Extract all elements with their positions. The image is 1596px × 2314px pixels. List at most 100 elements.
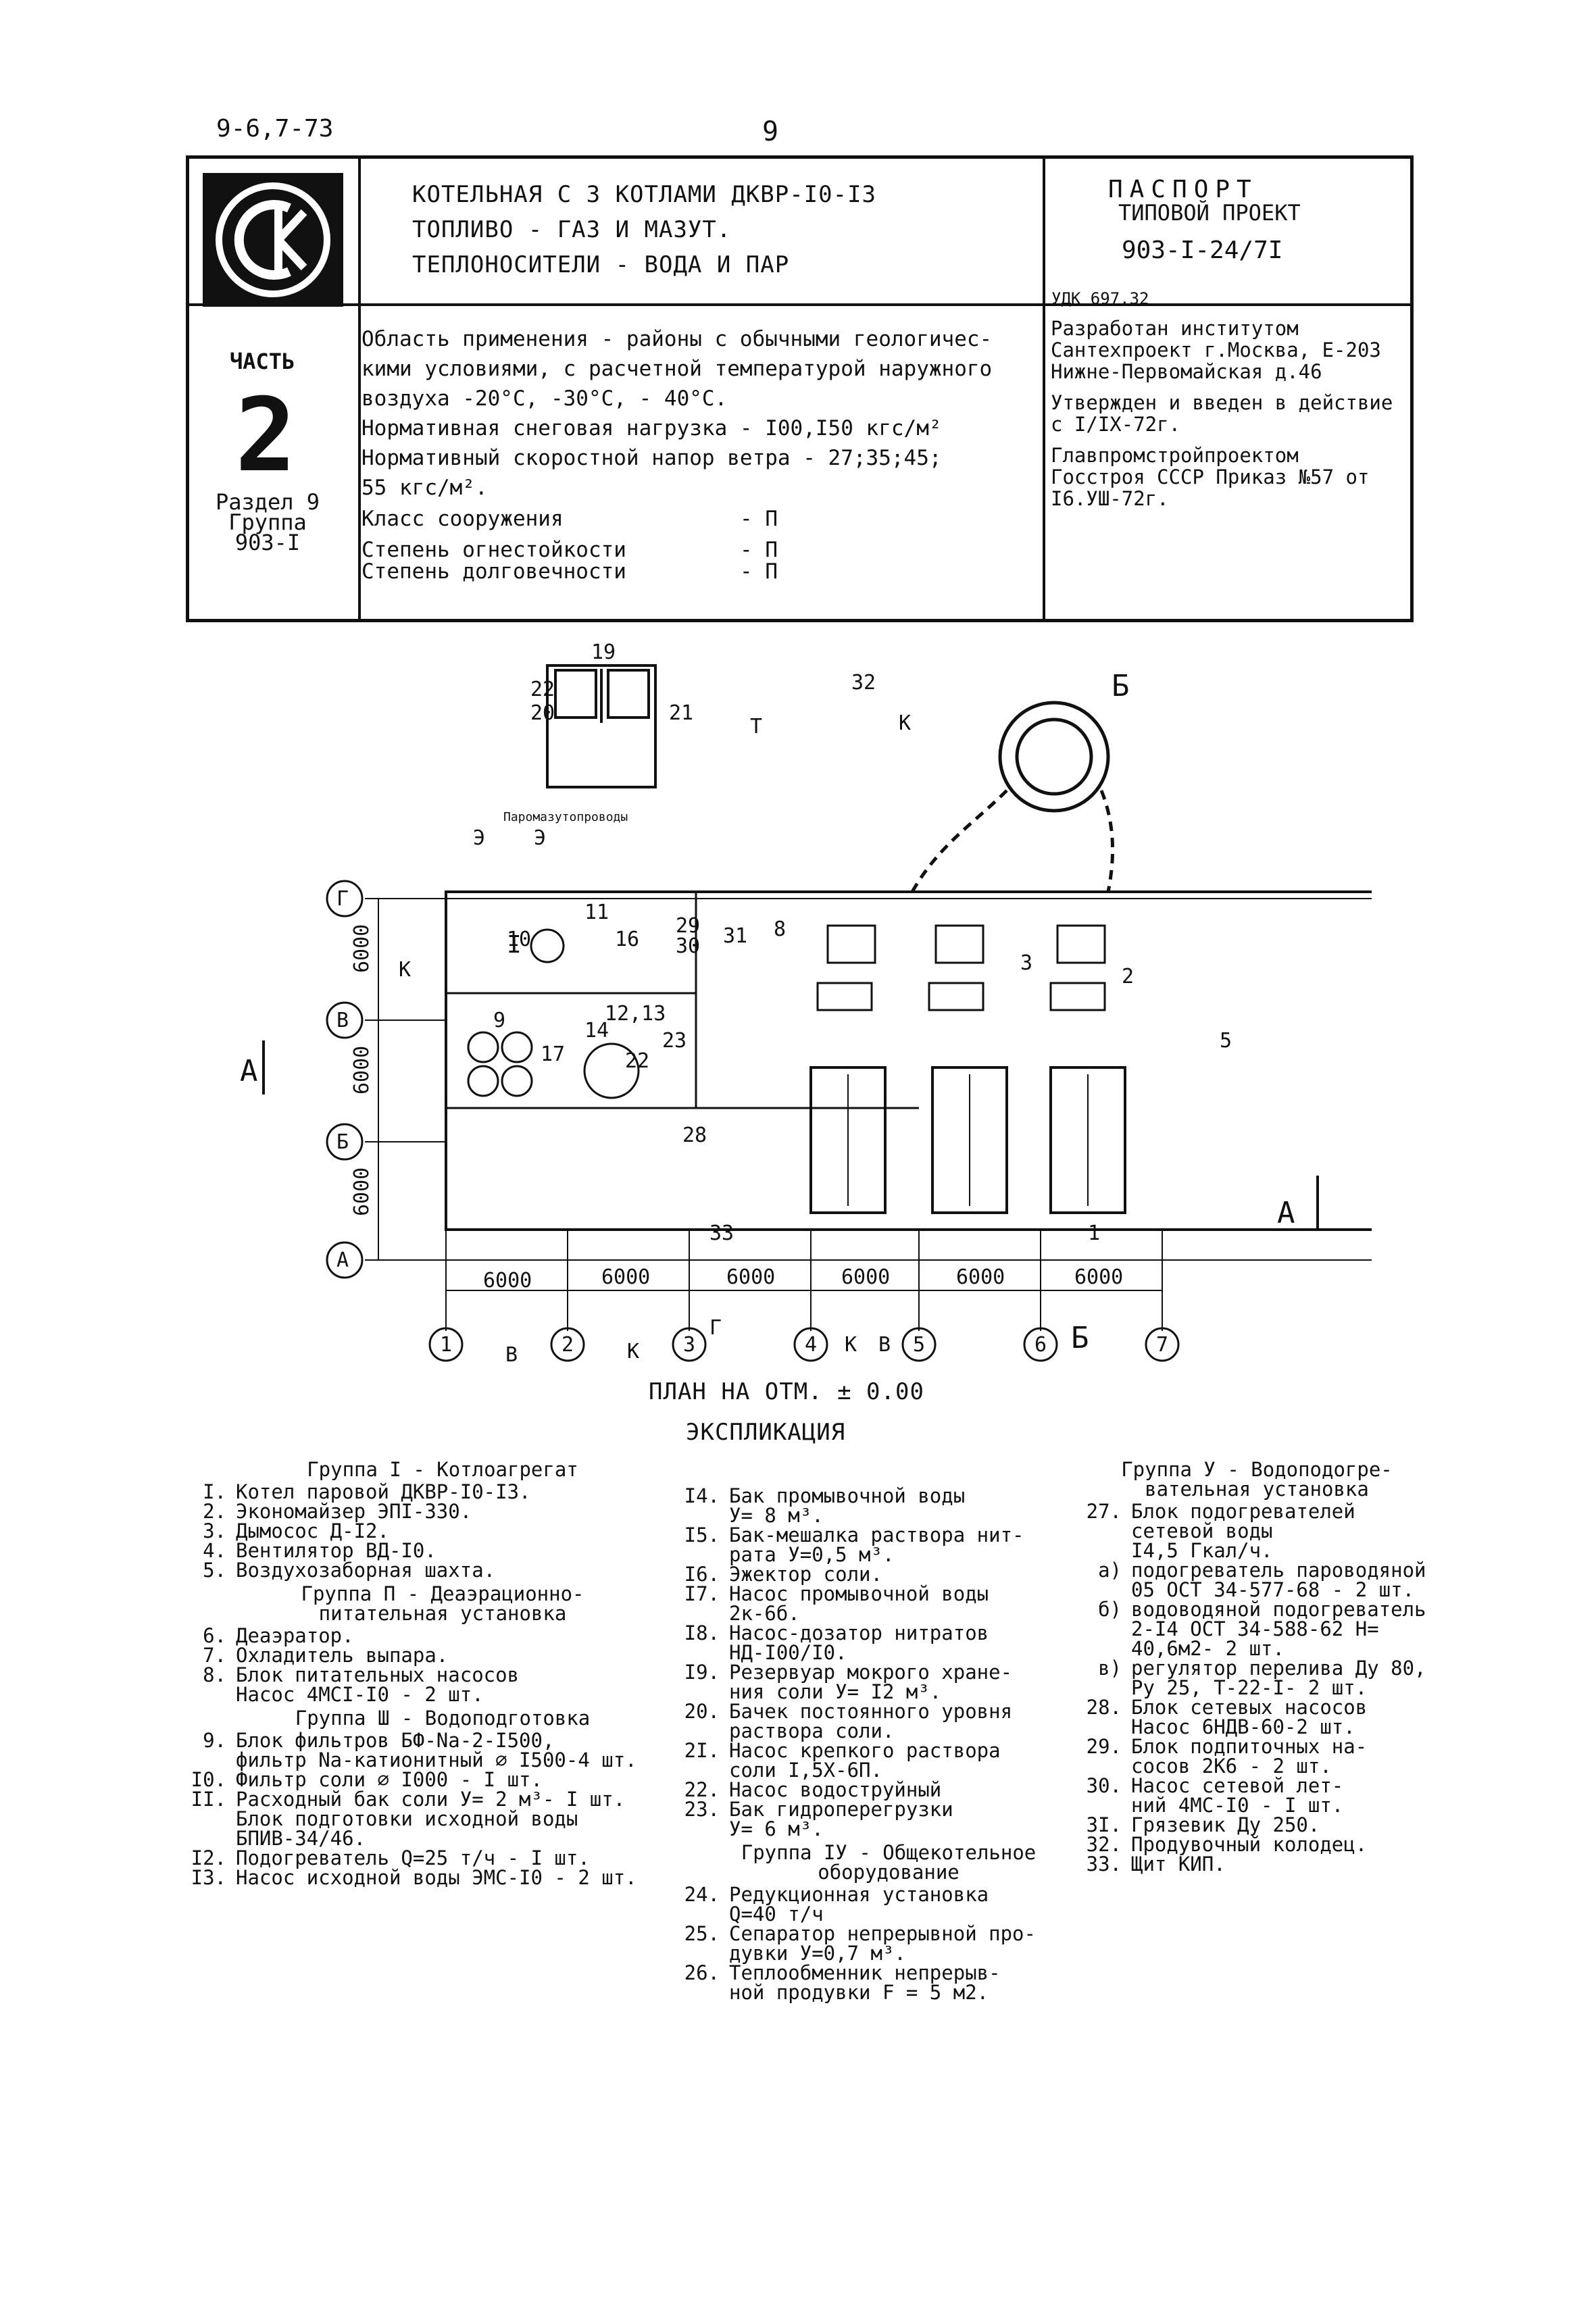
plan-callout: 21 <box>669 701 693 725</box>
col-dim: 6000 <box>483 1269 532 1292</box>
application-line: Область применения - районы с обычными г… <box>361 327 993 351</box>
section-mark-b: Б <box>1071 1321 1089 1355</box>
plan-callout: 19 <box>591 640 616 664</box>
group-heading: Группа П - Деаэрационно- питательная уст… <box>301 1582 584 1625</box>
salt-reservoir <box>546 664 657 788</box>
passport-number: 903-I-24/7I <box>1122 236 1283 264</box>
explication-item: I6.Эжектор соли. <box>684 1563 882 1586</box>
col-dim: 6000 <box>601 1265 650 1289</box>
explication-item: I3.Насос исходной воды ЭМС-I0 - 2 шт. <box>191 1866 637 1889</box>
group-heading: Группа Ш - Водоподготовка <box>295 1707 591 1730</box>
plan-callout: 22 <box>625 1049 649 1073</box>
plan-callout: 23 <box>662 1029 687 1053</box>
plan-callout: 32 <box>851 671 876 695</box>
explication-column-2: I4.Бак промывочной воды У= 8 м³. I5.Бак-… <box>679 1486 1098 2003</box>
column-axis-labels <box>428 1327 1180 1362</box>
axis-label-g: Г <box>336 887 349 911</box>
project-title: КОТЕЛЬНАЯ С 3 КОТЛАМИ ДКВР-I0-I3 ТОПЛИВО… <box>412 177 876 282</box>
explication-column-1: Группа I - Котлоагрегат I.Котел паровой … <box>186 1456 699 1888</box>
application-block: Область применения - районы с обычными г… <box>361 324 1024 582</box>
plan-callout: 31 <box>723 924 747 948</box>
letter-label: Т <box>750 715 762 738</box>
col-dim: 6000 <box>726 1265 775 1289</box>
group-code: 903-I <box>234 530 301 555</box>
plan-callout: 28 <box>682 1124 707 1147</box>
floor-plan-drawing: Г В Б А 6000 6000 6000 1 2 3 4 5 6 7 600… <box>240 640 1372 1367</box>
explication-item: 29.Блок подпиточных на- сосов 2К6 - 2 шт… <box>1086 1735 1368 1778</box>
axis-label-3: 3 <box>683 1333 695 1357</box>
group-heading: Группа IУ - Общекотельное оборудование <box>741 1841 1037 1884</box>
explication-item: а)подогреватель пароводяной 05 ОСТ 34-57… <box>1098 1559 1426 1601</box>
group-label: Группа <box>228 509 307 535</box>
col-dim: 6000 <box>956 1265 1005 1289</box>
plan-callout: 3 <box>1020 951 1032 975</box>
pipe-label: Паромазутопроводы <box>503 810 628 824</box>
passport-subtitle: ТИПОВОЙ ПРОЕКТ <box>1118 200 1301 226</box>
section-mark-a: А <box>1277 1196 1295 1230</box>
class-label: Класс сооружения <box>361 507 564 531</box>
explication-item: 28.Блок сетевых насосов Насос 6НДВ-60-2 … <box>1086 1696 1368 1738</box>
plan-callout: 8 <box>774 917 786 941</box>
group-heading: Группа I - Котлоагрегат <box>307 1458 578 1481</box>
row-axis-labels <box>326 880 364 1279</box>
class-value: - П <box>740 538 778 562</box>
plan-callout: 12,13 <box>605 1002 666 1026</box>
developer-line: Утвержден и введен в действие с I/IX-72г… <box>1051 391 1393 436</box>
explication-title: ЭКСПЛИКАЦИЯ <box>686 1419 846 1446</box>
axis-label-2: 2 <box>562 1333 574 1357</box>
title-line: ТЕПЛОНОСИТЕЛИ - ВОДА И ПАР <box>412 251 790 278</box>
row-dim: 6000 <box>350 1046 374 1095</box>
section-label: Раздел 9 <box>215 489 320 515</box>
explication-item: 32.Продувочный колодец. <box>1086 1833 1368 1856</box>
col-dim: 6000 <box>841 1265 890 1289</box>
fan-units <box>816 924 1106 1011</box>
letter-label: В <box>878 1333 891 1357</box>
axis-label-4: 4 <box>805 1333 817 1357</box>
building-outline <box>445 890 1372 1231</box>
part-label: ЧАСТЬ <box>230 349 295 374</box>
plan-caption: ПЛАН НА ОТМ. ± 0.00 <box>649 1378 924 1405</box>
axis-label-v: В <box>336 1009 349 1032</box>
udk-code: УДК 697.32 <box>1051 289 1149 308</box>
explication-item: I.Котел паровой ДКВР-I0-I3. <box>203 1480 531 1503</box>
application-line: Нормативная снеговая нагрузка - I00,I50 … <box>361 416 942 441</box>
plan-callout: 33 <box>709 1222 734 1245</box>
axis-label-7: 7 <box>1156 1333 1168 1357</box>
explication-item: в)регулятор перелива Ду 80, Ру 25, Т-22-… <box>1098 1657 1426 1699</box>
plan-callout: 17 <box>541 1042 565 1066</box>
class-value: - П <box>740 507 778 531</box>
letter-label: К <box>845 1333 857 1357</box>
header-divider-right <box>1043 159 1045 619</box>
explication-item: II.Расходный бак соли У= 2 м³- I шт. Бло… <box>191 1788 626 1850</box>
chimney <box>910 701 1115 893</box>
axis-label-b: Б <box>336 1130 349 1154</box>
class-label: Степень огнестойкости <box>361 538 626 562</box>
explication-item: 3I.Грязевик Ду 250. <box>1086 1813 1320 1836</box>
letter-label: Э <box>534 826 546 850</box>
plan-callout: 1 <box>1088 1222 1100 1245</box>
explication-item: I9.Резервуар мокрого хране- ния соли У= … <box>684 1661 1013 1703</box>
page-number: 9 <box>762 116 779 147</box>
explication-item: I4.Бак промывочной воды У= 8 м³. <box>684 1484 966 1527</box>
application-line: Нормативный скоростной напор ветра - 27;… <box>361 446 942 470</box>
letter-label: К <box>627 1340 639 1363</box>
plan-callout: 30 <box>676 934 700 958</box>
letter-label: К <box>399 958 411 982</box>
plan-callout: 2 <box>1122 965 1134 988</box>
developer-line: Разработан институтом Сантехпроект г.Мос… <box>1051 317 1381 383</box>
axis-label-a: А <box>336 1249 349 1272</box>
plan-callout: 11 <box>584 901 609 924</box>
explication-item: 23.Бак гидроперегрузки У= 6 м³. <box>684 1798 953 1840</box>
developer-line: Главпромстройпроектом Госстроя СССР Прик… <box>1051 444 1370 510</box>
plan-callout: 9 <box>493 1009 505 1032</box>
explication-item: 7.Охладитель выпара. <box>203 1644 449 1667</box>
letter-label: К <box>899 711 911 735</box>
section-mark-b: Б <box>1112 669 1130 703</box>
title-line: КОТЕЛЬНАЯ С 3 КОТЛАМИ ДКВР-I0-I3 <box>412 181 877 208</box>
col-dim: 6000 <box>1074 1265 1123 1289</box>
row-dim: 6000 <box>350 1167 374 1216</box>
letter-label: Г <box>709 1316 722 1340</box>
passport-title: ПАСПОРТ <box>1108 176 1258 203</box>
header-divider-left <box>358 159 361 619</box>
explication-item: 20.Бачек постоянного уровня раствора сол… <box>684 1700 1013 1742</box>
